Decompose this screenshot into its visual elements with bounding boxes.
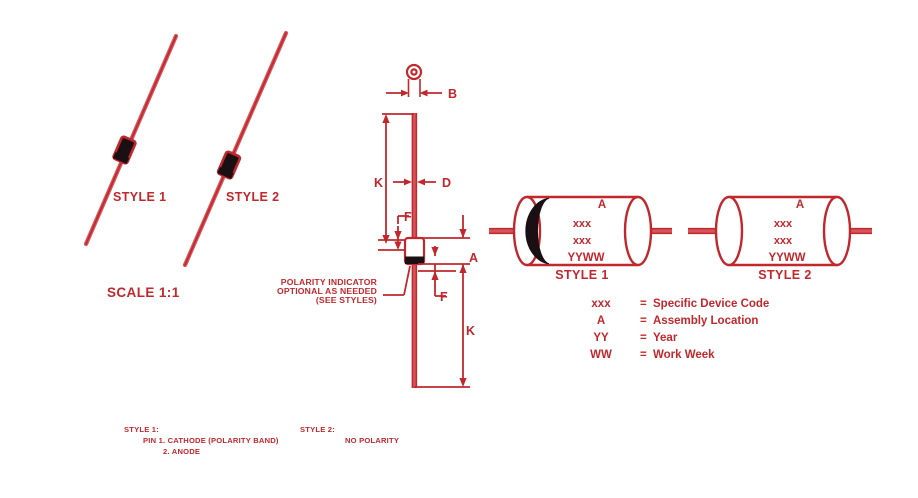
marking-device-code-1: xxx [573,218,592,230]
legend-equals: = [640,315,647,327]
arrow-head [459,378,467,387]
legend-value: Specific Device Code [653,298,769,310]
note-style1-heading: STYLE 1: [124,425,159,434]
dim-d-label: D [442,176,451,190]
marking-assembly-location: A [598,199,606,211]
legend-equals: = [640,332,647,344]
scale-diode-style1: STYLE 1 [83,33,179,247]
dim-a-label: A [469,251,478,265]
dimension-f-bottom: F [431,246,448,304]
legend-row: xxx = Specific Device Code [591,298,769,310]
marking-view-group: A xxx xxx YYWW STYLE 1 A xxx xxx YYWW ST… [489,195,872,361]
marking-date-code: YYWW [768,252,805,264]
dim-b-label: B [448,87,457,101]
legend-key: YY [593,332,609,344]
note-style1-line2: 2. ANODE [163,447,200,456]
marking-diagram-style2: A xxx xxx YYWW STYLE 2 [688,195,872,282]
arrow-head [394,241,402,250]
scale-ratio-label: SCALE 1:1 [107,285,180,300]
body-fill [527,197,638,265]
marking-date-code: YYWW [567,252,604,264]
marking-diagram-style1: A xxx xxx YYWW STYLE 1 [489,195,672,282]
dimension-b: B [386,87,457,101]
marking-style1-caption: STYLE 1 [555,268,609,282]
marking-legend: xxx = Specific Device Code A = Assembly … [590,298,769,361]
arrow-head [431,247,439,256]
legend-key: A [597,315,605,327]
dimension-f-top: F [394,210,412,250]
note-style2-heading: STYLE 2: [300,425,335,434]
arrow-head [382,114,390,123]
arrow-head [404,178,412,186]
callout-leader-diagonal [403,265,411,296]
arrow-head [401,89,409,97]
legend-row: YY = Year [593,332,677,344]
dimension-k-bottom: K [459,287,475,387]
note-style1-line1: PIN 1. CATHODE (POLARITY BAND) [143,436,279,445]
marking-style2-caption: STYLE 2 [758,268,812,282]
polarity-band [405,256,424,264]
arrow-head [417,178,425,186]
callout-line-3: (SEE STYLES) [316,295,377,305]
legend-value: Year [653,332,678,344]
arrow-head [394,231,402,240]
body-left-cap [714,195,744,267]
diode-body [112,135,137,165]
scale-diode-style2: STYLE 2 [182,30,289,268]
dimension-d: D [393,176,451,190]
dimension-view-group: B K D F [277,63,478,388]
diode-body [216,150,242,180]
legend-row: WW = Work Week [590,349,715,361]
arrow-head [419,89,428,97]
legend-key: WW [590,349,612,361]
legend-equals: = [640,298,647,310]
diode-body-side-view [403,236,426,266]
dim-f-bottom-label: F [440,290,448,304]
polarity-band [112,152,130,164]
legend-value: Assembly Location [653,315,758,327]
note-style2-line1: NO POLARITY [345,436,399,445]
legend-value: Work Week [653,349,715,361]
body-right-cap [623,195,653,267]
body-fill [729,197,837,265]
legend-row: A = Assembly Location [597,315,759,327]
callout-line-2: OPTIONAL AS NEEDED [277,286,377,296]
scale-style1-label: STYLE 1 [113,190,167,204]
callout-line-1: POLARITY INDICATOR [281,277,378,287]
arrow-head [459,264,467,273]
scale-view-group: STYLE 1 STYLE 2 SCALE 1:1 [83,30,289,300]
marking-assembly-location: A [796,199,804,211]
inner-circle [410,68,418,76]
arrow-head [431,271,439,280]
marking-device-code-1: xxx [774,218,793,230]
dim-k-bottom-label: K [466,324,475,338]
legend-equals: = [640,349,647,361]
dimension-k-top: K [374,114,390,244]
arrow-head [459,229,467,238]
bottom-notes-group: STYLE 1: PIN 1. CATHODE (POLARITY BAND) … [124,425,399,456]
marking-device-code-2: xxx [573,235,592,247]
marking-device-code-2: xxx [774,235,793,247]
end-view-circles [405,63,423,81]
dim-f-top-label: F [404,210,412,224]
legend-key: xxx [591,298,611,310]
lead-highlight [184,32,287,266]
polarity-band [217,167,234,179]
dim-k-top-label: K [374,176,383,190]
outer-circle [405,63,423,81]
scale-style2-label: STYLE 2 [226,190,280,204]
body-right-cap [822,195,852,267]
polarity-band [525,197,550,265]
dimension-a: A [459,215,478,287]
